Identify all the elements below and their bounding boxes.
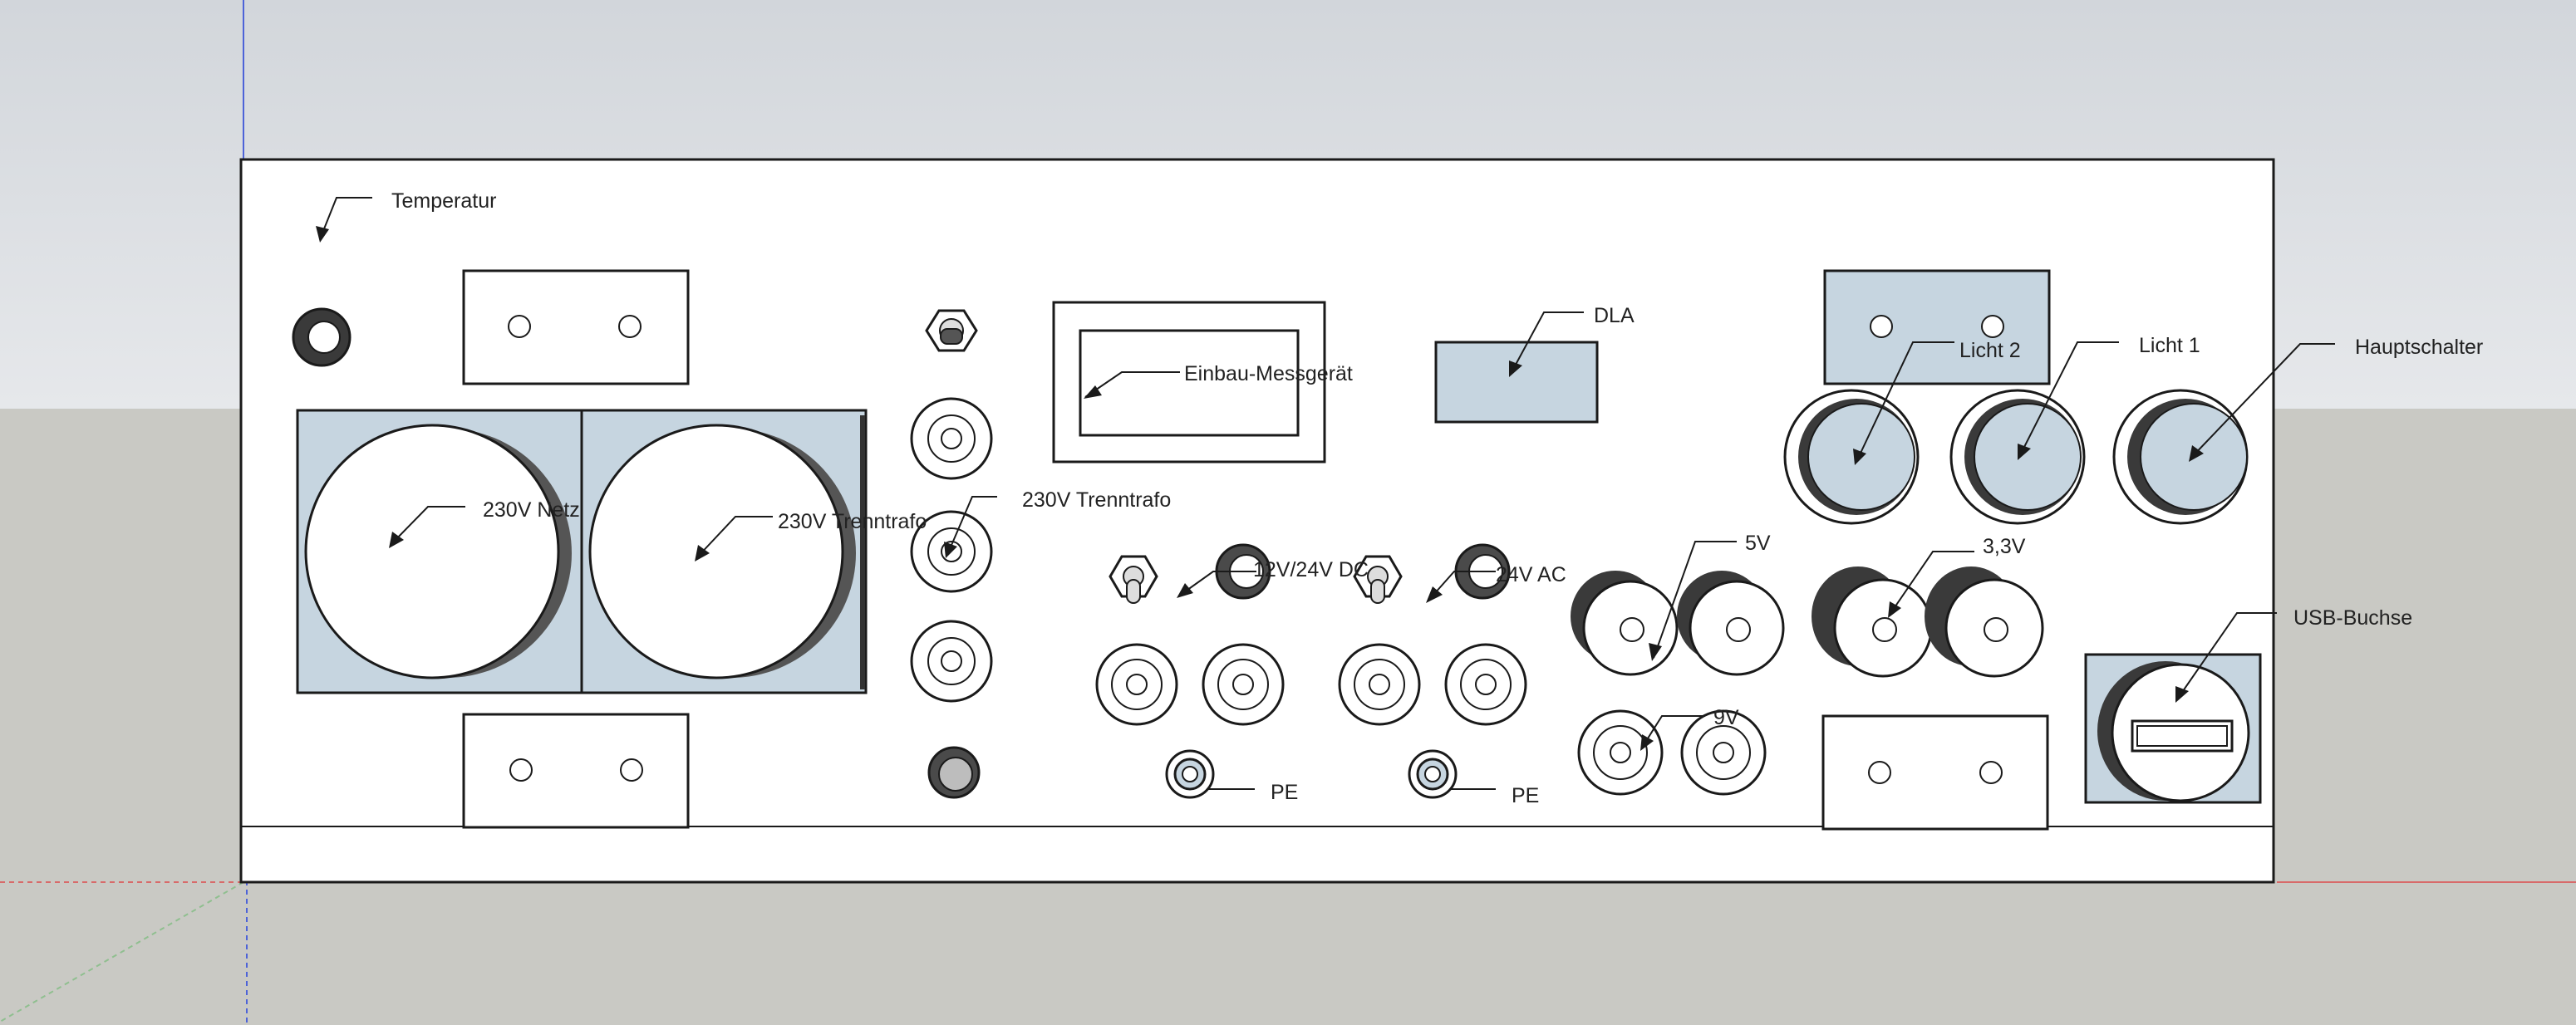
label-hauptschalter: Hauptschalter [2355,336,2484,359]
label-licht-2: Licht 2 [1959,339,2021,362]
socket-230v-netz [304,424,560,679]
label-230v-trenntrafo-big: 230V Trenntrafo [778,510,927,533]
label-230v-trenntrafo-small: 230V Trenntrafo [1022,488,1172,512]
leader-trenntrafo-small [946,496,997,556]
dla-display [1434,341,1599,424]
leader-dc [1177,571,1256,597]
leader-9v [1641,715,1705,748]
socket-230v-trenntrafo [588,424,844,679]
meter-display [1079,329,1300,437]
leader-5v [1653,541,1737,659]
terminals-3v3 [1812,566,2044,678]
leader-licht-2 [1856,341,1954,463]
label-einbau-messgeraet: Einbau-Messgerät [1184,362,1353,385]
label-9v: 9V [1713,706,1739,729]
leader-3v3 [1889,551,1974,615]
label-pe-1: PE [1271,781,1299,804]
leader-trenntrafo-big [696,516,773,559]
label-3-3v: 3,3V [1983,535,2026,558]
label-24v-ac: 24V AC [1496,563,1566,586]
label-usb-buchse: USB-Buchse [2293,606,2413,630]
label-230v-netz: 230V Netz [483,498,580,522]
leader-licht-1 [2018,341,2119,458]
leader-hauptschalter [2190,343,2335,459]
terminals-9v [1577,709,1767,796]
label-5v: 5V [1745,532,1771,555]
label-dla: DLA [1594,304,1635,327]
mounting-plate-bottom-right [1821,714,2049,831]
label-pe-2: PE [1512,784,1540,807]
label-temperatur: Temperatur [391,189,497,213]
banana-jacks-dc [1095,643,1285,726]
leader-temperatur [319,197,372,240]
mounting-plate-top-right [1823,269,2051,385]
label-licht-1: Licht 1 [2139,334,2200,357]
leader-usb [2176,612,2277,700]
leader-netz [390,506,465,546]
banana-jacks-ac [1338,643,1527,726]
leader-dla [1510,311,1584,375]
mounting-plate-top-left [462,269,690,385]
green-axis-dotted [0,881,244,1023]
label-12v-24v-dc: 12V/24V DC [1253,558,1369,581]
mounting-plate-bottom-left [462,713,690,829]
